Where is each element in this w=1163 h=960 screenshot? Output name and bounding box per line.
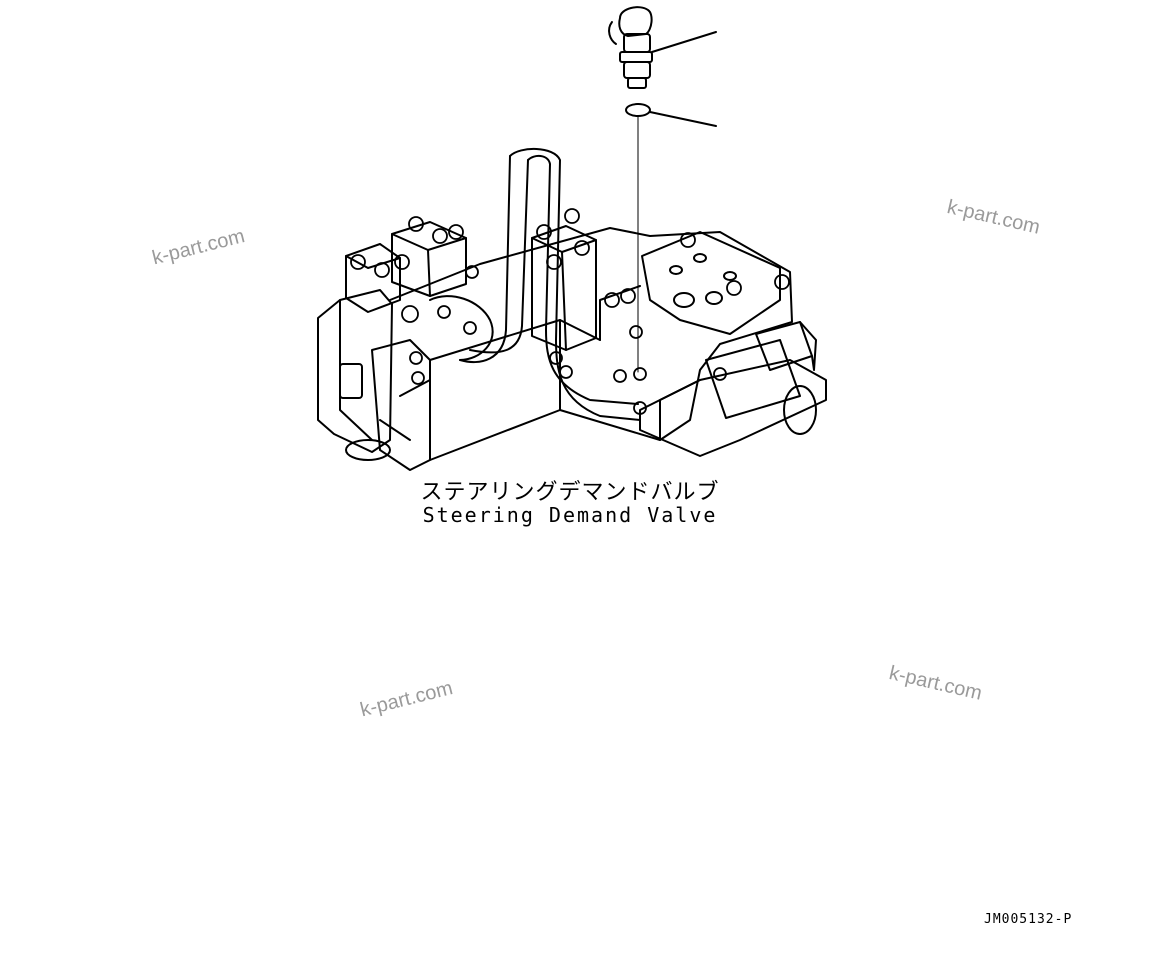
o-ring — [625, 103, 717, 127]
quick-coupler-fitting — [608, 6, 717, 89]
caption-english: Steering Demand Valve — [422, 503, 718, 527]
steering-demand-valve-assembly — [317, 148, 827, 471]
caption-japanese: ステアリングデマンドバルブ — [420, 480, 720, 505]
figure-id: JM005132-P — [984, 912, 1073, 927]
